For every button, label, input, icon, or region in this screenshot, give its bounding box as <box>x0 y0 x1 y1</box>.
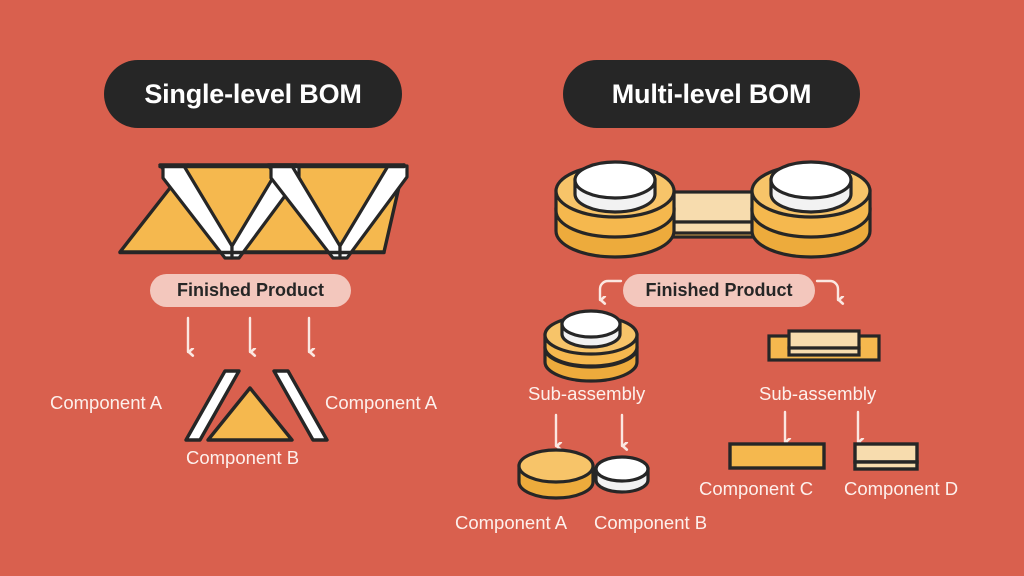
left-component-a-left-label: Component A <box>50 392 163 413</box>
multi-level-bom-title: Multi-level BOM <box>563 60 860 128</box>
right-component-d-label: Component D <box>844 478 959 499</box>
right-finished-product-pill: Finished Product <box>623 274 815 307</box>
left-component-b-label: Component B <box>186 447 300 468</box>
multi-level-bom-panel: Multi-level BOM Finished Product Sub-ass… <box>455 0 1024 576</box>
sub-assembly-left-label: Sub-assembly <box>528 383 646 404</box>
single-level-bom-title: Single-level BOM <box>104 60 402 128</box>
left-component-a-right-label: Component A <box>325 392 438 413</box>
right-component-a-label: Component A <box>455 512 568 533</box>
right-component-b-label: Component B <box>594 512 708 533</box>
left-finished-product-pill: Finished Product <box>150 274 351 307</box>
right-component-c-label: Component C <box>699 478 814 499</box>
sub-assembly-right-label: Sub-assembly <box>759 383 877 404</box>
single-level-bom-panel: Single-level BOM Finished Product Compon… <box>50 60 438 468</box>
